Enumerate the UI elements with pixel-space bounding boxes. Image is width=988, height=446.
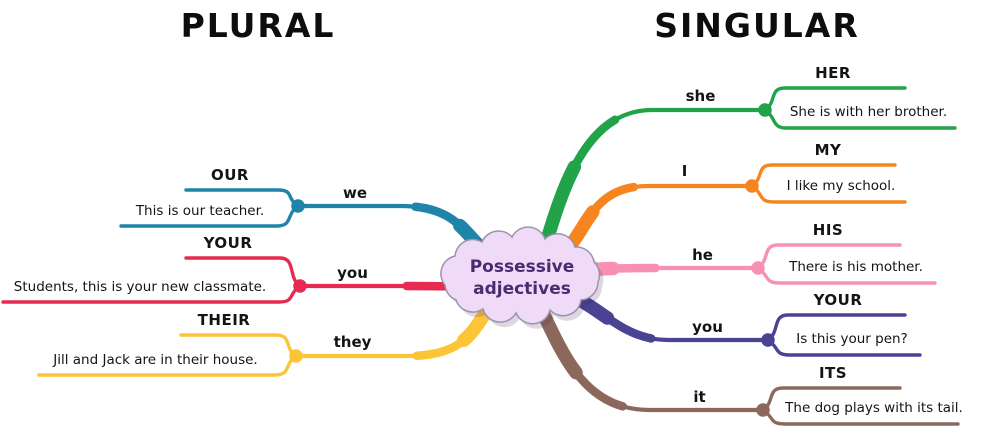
adjective-his-label: HIS [812, 221, 844, 239]
adjective-your-plural-label: YOUR [203, 234, 253, 252]
adjective-her-label: HER [815, 64, 851, 82]
pronoun-we-label: we [342, 184, 368, 202]
example-your-singular-text: Is this your pen? [796, 331, 908, 347]
adjective-our-label: OUR [211, 166, 249, 184]
pronoun-she-label: she [685, 87, 716, 105]
pronoun-you-singular-label: you [692, 318, 723, 336]
example-her-text: She is with her brother. [789, 104, 948, 120]
pronoun-i-label: I [681, 162, 688, 180]
branch-her-example-line [763, 108, 957, 130]
example-my-text: I like my school. [786, 178, 896, 194]
center-title-line2: adjectives [473, 279, 571, 299]
pronoun-you-plural-label: you [337, 264, 368, 282]
branch-its-line [761, 386, 902, 412]
example-its-text: The dog plays with its tail. [785, 400, 963, 416]
singular-header: SINGULAR [654, 6, 860, 45]
pronoun-they-label: they [333, 333, 372, 351]
branch-our-line [184, 188, 300, 208]
branch-her-line [763, 86, 907, 112]
adjective-its-label: ITS [818, 364, 848, 382]
adjective-my-label: MY [814, 141, 842, 159]
branch-my-line [750, 163, 897, 188]
branch-his-example-line [756, 266, 937, 285]
center-cloud [440, 226, 601, 325]
branch-your-singular-line [766, 313, 907, 342]
example-your-plural-text: Students, this is your new classmate. [13, 279, 267, 295]
branch-my-example-line [750, 184, 907, 204]
branch-your-plural-line [184, 256, 302, 288]
example-their-text: Jill and Jack are in their house. [53, 352, 258, 368]
example-our-text: This is our teacher. [135, 203, 265, 219]
branch-their-example-line [37, 354, 298, 377]
branch-your-singular-example-line [766, 338, 922, 357]
branch-its-example-line [761, 408, 960, 426]
plural-header: PLURAL [180, 6, 336, 45]
branch-their-line [179, 333, 298, 358]
branch-your-plural-example-line [1, 284, 302, 304]
pronoun-it-label: it [693, 388, 706, 406]
branch-his-line [756, 243, 902, 270]
example-his-text: There is his mother. [789, 259, 923, 275]
adjective-their-label: THEIR [197, 311, 251, 329]
pronoun-he-label: he [692, 246, 713, 264]
adjective-your-singular-label: YOUR [813, 291, 863, 309]
center-title-line1: Possessive [470, 257, 575, 277]
branch-our-example-line [119, 204, 300, 228]
